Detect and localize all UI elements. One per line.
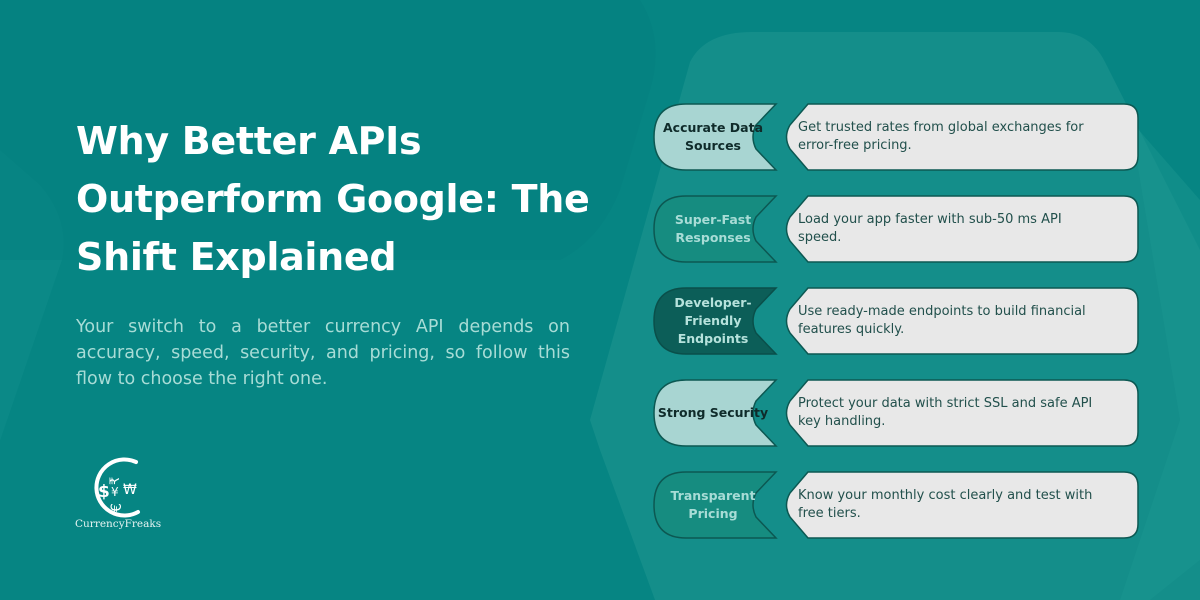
page-title: Why Better APIs Outperform Google: The S… [76, 119, 590, 279]
flow-item-text: Load your app faster with sub-50 ms API … [798, 212, 1062, 245]
flow-item-text: Protect your data with strict SSL and sa… [798, 396, 1093, 429]
flow-item-label: Accurate Data Sources [662, 120, 764, 153]
flow-item-developer-friendly: Developer-Friendly Endpoints Use ready-m… [650, 287, 1142, 355]
flow-item-shape [653, 195, 1139, 263]
svg-text:₩: ₩ [123, 482, 137, 498]
flow-item-text: Get trusted rates from global exchanges … [798, 120, 1084, 153]
flow-item-label: Super-Fast Responses [674, 212, 752, 245]
flow-item-shape [653, 103, 1139, 171]
svg-text:$: $ [98, 482, 110, 502]
flow-item-accurate-data: Accurate Data Sources Get trusted rates … [650, 103, 1142, 171]
svg-text:¥: ¥ [111, 485, 119, 499]
flow-item-label: Strong Security [657, 405, 769, 420]
currency-symbols-circle-icon: $ ₹ ¥ ₩ € [94, 457, 140, 518]
flow-item-super-fast: Super-Fast Responses Load your app faste… [650, 195, 1142, 263]
svg-text:₹: ₹ [108, 477, 123, 485]
flow-item-shape [653, 471, 1139, 539]
flow-item-strong-security: Strong Security Protect your data with s… [650, 379, 1142, 447]
flow-item-shape [653, 287, 1139, 355]
flow-item-shape [653, 379, 1139, 447]
flow-item-label: Transparent Pricing [670, 488, 756, 521]
flow-item-transparent-pricing: Transparent Pricing Know your monthly co… [650, 471, 1142, 539]
page-description: Your switch to a better currency API dep… [76, 317, 570, 389]
flow-item-label: Developer-Friendly Endpoints [674, 295, 752, 346]
brand-name: CurrencyFreaks [75, 518, 162, 530]
flow-item-text: Use ready-made endpoints to build financ… [798, 304, 1086, 337]
flow-item-text: Know your monthly cost clearly and test … [798, 488, 1093, 521]
svg-text:€: € [109, 503, 125, 512]
